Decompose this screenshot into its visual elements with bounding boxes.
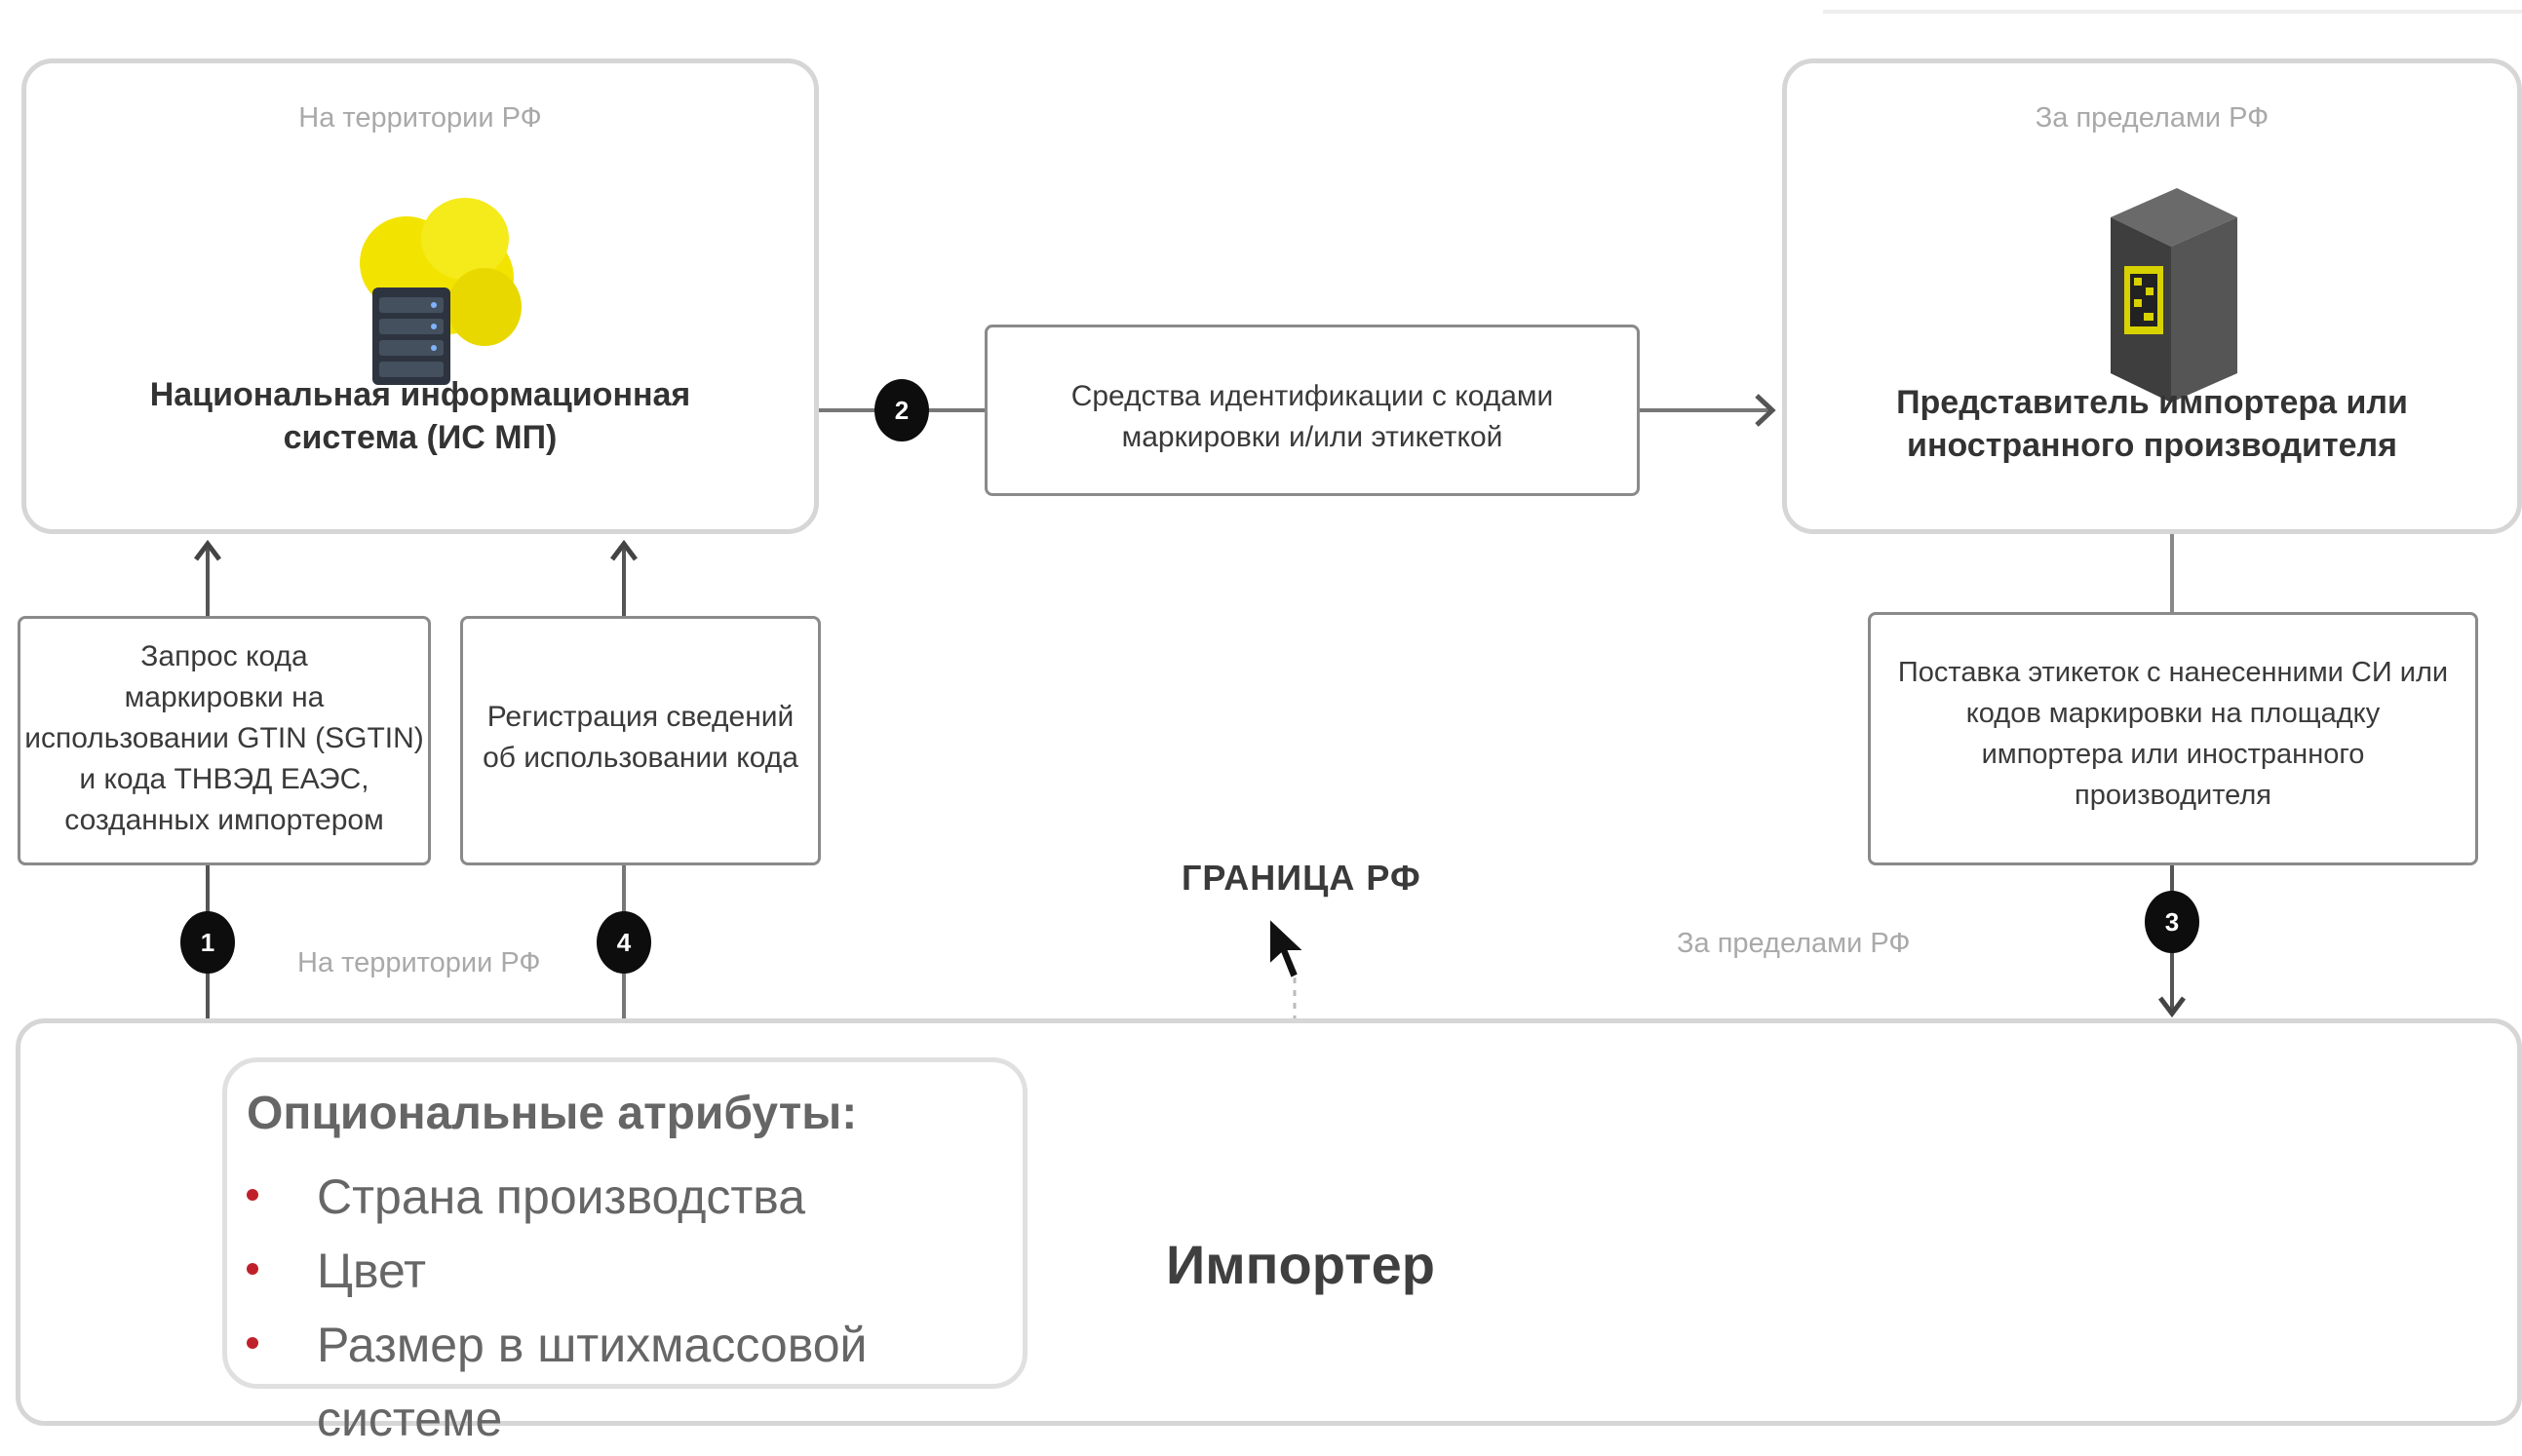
bottom-left-region-label: На территории РФ xyxy=(297,947,541,978)
importer-representative-box: За пределами РФ Представитель импортера … xyxy=(1782,58,2522,534)
optional-attributes-heading: Опциональные атрибуты: xyxy=(247,1088,858,1139)
identification-means-text: Средства идентификации с кодами маркиров… xyxy=(1070,380,1554,453)
importer-representative-title: Представитель импортера или иностранного… xyxy=(1896,384,2408,464)
national-system-box: На территории РФ Национальная информацио… xyxy=(21,58,819,534)
region-label-rf: На территории РФ xyxy=(298,102,542,134)
optional-attributes-box: Опциональные атрибуты: Страна производст… xyxy=(222,1057,1028,1446)
step-3-badge: 3 xyxy=(2145,891,2199,953)
list-item: Цвет xyxy=(227,1234,1023,1308)
list-item: Размер в штихмассовой системе xyxy=(227,1308,1023,1456)
border-label: ГРАНИЦА РФ xyxy=(1182,858,1421,898)
label-supply-text: Поставка этикеток с нанесенними СИ или к… xyxy=(1897,657,2449,811)
step-4-badge: 4 xyxy=(597,911,651,974)
importer-title: Импортер xyxy=(1166,1234,1435,1295)
server-cloud-icon xyxy=(338,171,524,404)
step-1-badge: 1 xyxy=(180,911,235,974)
list-item: Страна производства xyxy=(227,1160,1023,1234)
register-usage-text: Регистрация сведений об использовании ко… xyxy=(483,701,798,774)
region-label-abroad: За пределами РФ xyxy=(2035,102,2270,134)
mouse-cursor-icon xyxy=(1267,915,1307,984)
request-code-text: Запрос кода маркировки на использовании … xyxy=(24,640,424,836)
optional-attributes-list: Страна производства Цвет Размер в штихма… xyxy=(227,1160,1023,1456)
bottom-right-region-label: За пределами РФ xyxy=(1677,928,1911,959)
register-usage-box: Регистрация сведений об использовании ко… xyxy=(460,616,821,865)
request-code-box: Запрос кода маркировки на использовании … xyxy=(18,616,431,865)
national-system-title: Национальная информационная система (ИС … xyxy=(149,376,691,456)
step-2-badge: 2 xyxy=(874,379,929,441)
identification-means-box: Средства идентификации с кодами маркиров… xyxy=(985,325,1640,496)
package-qr-icon xyxy=(2099,178,2245,402)
bullet-icon xyxy=(247,1337,258,1349)
label-supply-box: Поставка этикеток с нанесенними СИ или к… xyxy=(1868,612,2478,865)
bullet-icon xyxy=(247,1263,258,1275)
bullet-icon xyxy=(247,1189,258,1201)
